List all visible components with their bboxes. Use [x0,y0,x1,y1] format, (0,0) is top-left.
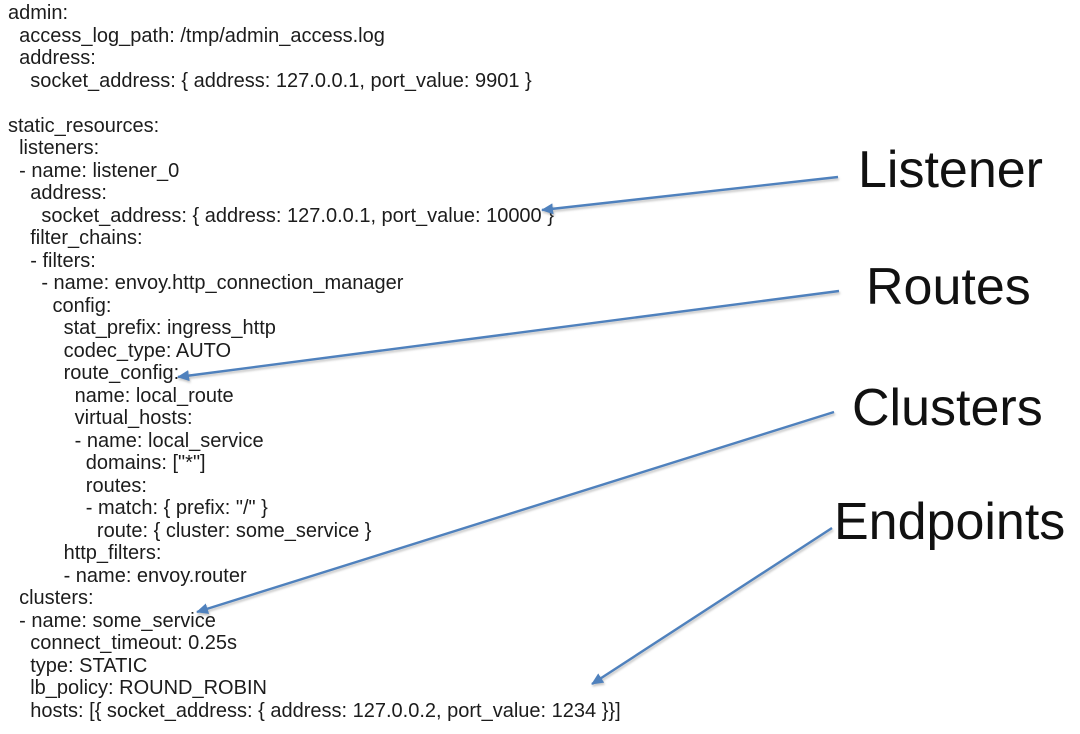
listener-label: Listener [858,141,1043,199]
endpoints-label: Endpoints [834,493,1066,551]
routes-label: Routes [866,258,1031,316]
endpoints-arrow-icon [591,526,833,686]
yaml-config-text: admin: access_log_path: /tmp/admin_acces… [8,2,621,722]
clusters-label: Clusters [852,379,1043,437]
